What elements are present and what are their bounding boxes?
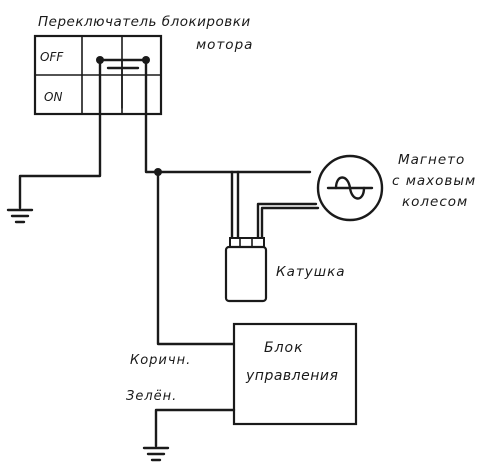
magneto-symbol xyxy=(316,154,384,222)
green-ground-wire xyxy=(154,408,236,448)
green-wire-label: Зелён. xyxy=(126,389,177,404)
control-unit xyxy=(232,322,358,426)
coil-leads xyxy=(230,170,320,242)
ground-symbol-bottom xyxy=(142,446,170,462)
coil-label: Катушка xyxy=(276,264,346,280)
switch-title-line2: мотора xyxy=(196,37,253,53)
magneto-label-line1: Магнето xyxy=(398,152,465,168)
ignition-coil xyxy=(224,237,268,303)
brown-wire-label: Коричн. xyxy=(130,353,191,368)
switch-ground-wire xyxy=(18,58,102,210)
ground-symbol-left xyxy=(6,208,34,224)
switch-on-label: ON xyxy=(44,90,62,104)
junction-dot xyxy=(154,168,162,176)
magneto-label-line3: колесом xyxy=(402,194,468,210)
magneto-label-line2: с маховым xyxy=(392,173,476,189)
control-unit-label-line1: Блок xyxy=(264,340,304,356)
switch-off-label: OFF xyxy=(40,50,64,64)
control-unit-label-line2: управления xyxy=(245,368,338,384)
kill-wire xyxy=(144,58,312,346)
switch-title-line1: Переключатель блокировки xyxy=(38,14,251,30)
